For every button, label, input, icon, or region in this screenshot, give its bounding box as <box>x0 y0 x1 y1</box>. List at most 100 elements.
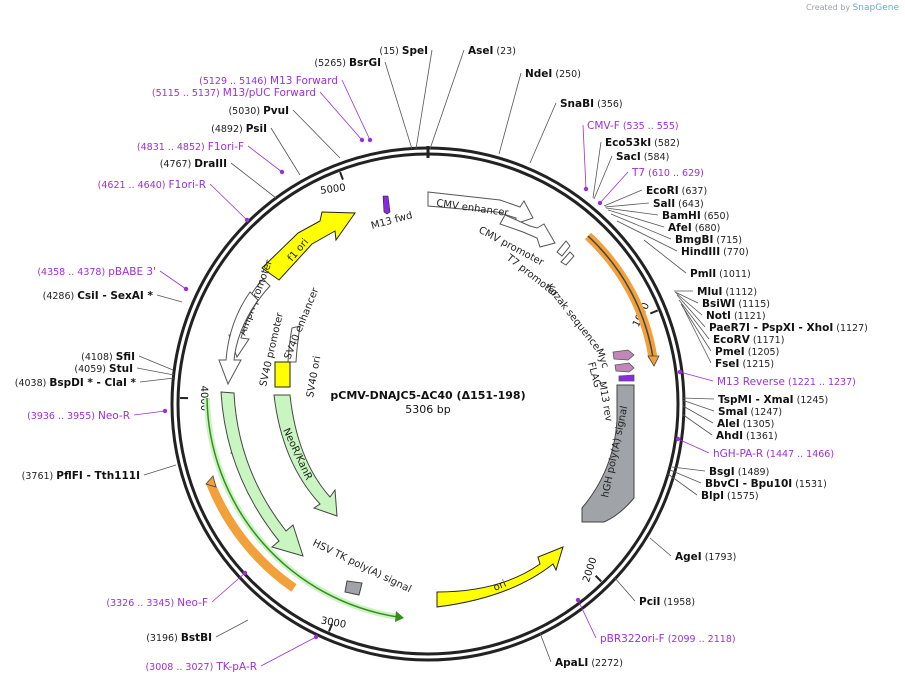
neokanr-small-arrow[interactable] <box>273 394 338 517</box>
enzyme-label[interactable]: NdeI (250) <box>525 68 581 80</box>
enzyme-label[interactable]: PmeI (1205) <box>715 346 779 358</box>
enzyme-label[interactable]: PciI (1958) <box>639 596 695 608</box>
primer-label[interactable]: (5129 .. 5146) M13 Forward <box>199 75 338 87</box>
primer-label[interactable]: M13 Reverse (1221 .. 1237) <box>717 376 856 388</box>
primer-range: (2099 .. 2118) <box>665 634 736 645</box>
primer-label[interactable]: pBR322ori-F (2099 .. 2118) <box>600 633 736 645</box>
enzyme-label[interactable]: AgeI (1793) <box>675 551 736 563</box>
primer-site-mark <box>677 369 683 375</box>
enzyme-label[interactable]: PmlI (1011) <box>690 268 751 280</box>
enzyme-label[interactable]: (5030) PvuI <box>228 105 289 117</box>
enzyme-label[interactable]: AfeI (680) <box>668 222 720 234</box>
enzyme-name: AhdI <box>716 430 743 442</box>
enzyme-label[interactable]: BbvCI - Bpu10I (1531) <box>705 478 827 490</box>
primer-label[interactable]: (5115 .. 5137) M13/pUC Forward <box>152 87 316 99</box>
cmv-promoter-arrow[interactable] <box>499 214 556 248</box>
enzyme-label[interactable]: (4038) BspDI * - ClaI * <box>15 377 137 389</box>
hgh-polya-arrow[interactable] <box>581 384 635 523</box>
enzyme-label[interactable]: TspMI - XmaI (1245) <box>718 394 828 406</box>
m13-fwd-marker <box>382 195 391 215</box>
enzyme-label[interactable]: (5265) BsrGI <box>314 57 381 69</box>
enzyme-label[interactable]: (4767) DraIII <box>160 158 227 170</box>
enzyme-name: Eco53kI <box>605 137 651 149</box>
neokanr-inner-arrow[interactable] <box>220 391 304 557</box>
f1-ori-arrow[interactable] <box>261 211 356 281</box>
primer-range: (4831 .. 4852) <box>137 142 208 153</box>
enzyme-label[interactable]: SnaBI (356) <box>560 98 623 110</box>
enzyme-label[interactable]: AseI (23) <box>468 45 516 57</box>
enzyme-label[interactable]: (4059) StuI <box>74 363 133 375</box>
enzyme-label[interactable]: EcoRI (637) <box>646 185 707 197</box>
enzyme-label[interactable]: AhdI (1361) <box>716 430 778 442</box>
enzyme-label[interactable]: (4108) SfiI <box>81 351 135 363</box>
primer-range: (4621 .. 4640) <box>98 180 169 191</box>
enzyme-leader-line <box>498 72 522 155</box>
primer-name: CMV-F <box>587 120 620 132</box>
primer-label[interactable]: hGH-PA-R (1447 .. 1466) <box>713 448 834 460</box>
primer-leader-line <box>341 79 371 141</box>
primer-label[interactable]: CMV-F (535 .. 555) <box>587 120 679 132</box>
enzyme-leader-line <box>669 469 702 484</box>
enzyme-label[interactable]: SmaI (1247) <box>718 406 782 418</box>
bp-tick-mark <box>594 575 602 583</box>
primer-range: (4358 .. 4378) <box>37 267 108 278</box>
cmv-enhancer-arrow[interactable] <box>427 191 534 225</box>
primer-label[interactable]: T7 (610 .. 629) <box>631 167 704 179</box>
enzyme-leader-line <box>539 632 552 663</box>
enzyme-label[interactable]: BlpI (1575) <box>701 490 759 502</box>
enzyme-name: BsrGI <box>349 57 381 69</box>
enzyme-label[interactable]: HindIII (770) <box>681 246 749 258</box>
enzyme-label[interactable]: (3761) PflFI - Tth111I <box>22 470 140 482</box>
enzyme-position: (4038) <box>15 378 50 389</box>
enzyme-label[interactable]: BsgI (1489) <box>709 466 769 478</box>
enzyme-name: PmlI <box>690 268 716 280</box>
primer-site-mark <box>675 436 681 442</box>
enzyme-label[interactable]: (4286) CsiI - SexAI * <box>43 290 154 302</box>
enzyme-label[interactable]: BsiWI (1115) <box>702 298 770 310</box>
sv40-promoter-arrow[interactable] <box>218 291 259 386</box>
primer-leader-line <box>582 124 587 190</box>
enzyme-label[interactable]: Eco53kI (582) <box>605 137 680 149</box>
enzyme-label[interactable]: NotI (1121) <box>706 310 766 322</box>
primer-site-mark <box>162 408 168 414</box>
enzyme-position: (3761) <box>22 471 57 482</box>
m13-rev-marker <box>618 374 635 382</box>
enzyme-position: (1127) <box>833 323 868 334</box>
site-labels: (15) SpeI AseI (23) (5265) BsrGI NdeI (250)… <box>15 45 868 673</box>
enzyme-leader-line <box>603 189 643 207</box>
primer-range: (3326 .. 3345) <box>106 598 177 609</box>
enzyme-label[interactable]: ApaLI (2272) <box>555 657 623 669</box>
primer-label[interactable]: (4621 .. 4640) F1ori-R <box>98 179 206 191</box>
bp-tick-label: 4000 <box>198 385 209 411</box>
enzyme-name: EcoRV <box>713 334 751 346</box>
enzyme-label[interactable]: SalI (643) <box>653 198 704 210</box>
primer-label[interactable]: (3936 .. 3955) Neo-R <box>27 410 130 422</box>
plasmid-size: 5306 bp <box>405 403 450 416</box>
enzyme-label[interactable]: (3196) BstBI <box>146 632 212 644</box>
enzyme-label[interactable]: (4892) PsiI <box>211 123 267 135</box>
primer-leader-line <box>209 183 248 221</box>
enzyme-label[interactable]: SacI (584) <box>616 151 669 163</box>
enzyme-position: (637) <box>679 186 708 197</box>
primer-label[interactable]: (4358 .. 4378) pBABE 3' <box>37 266 156 278</box>
enzyme-label[interactable]: MluI (1112) <box>697 286 757 298</box>
primer-label[interactable]: (3008 .. 3027) TK-pA-R <box>145 661 257 673</box>
primer-leader-line <box>319 91 363 141</box>
enzyme-label[interactable]: FseI (1215) <box>715 358 774 370</box>
enzyme-label[interactable]: (15) SpeI <box>379 45 428 57</box>
enzyme-label[interactable]: AleI (1305) <box>717 418 774 430</box>
primer-label[interactable]: (4831 .. 4852) F1ori-F <box>137 141 244 153</box>
enzyme-label[interactable]: BamHI (650) <box>662 210 729 222</box>
enzyme-label[interactable]: PaeR7I - PspXI - XhoI (1127) <box>709 322 868 334</box>
ori-arrow[interactable] <box>436 546 564 608</box>
enzyme-name: PvuI <box>263 105 289 117</box>
primer-leader-line <box>211 572 246 603</box>
enzyme-label[interactable]: BmgBI (715) <box>675 234 742 246</box>
enzyme-position: (1958) <box>660 597 695 608</box>
enzyme-name: SpeI <box>402 45 428 57</box>
primer-leader-line <box>159 270 187 290</box>
enzyme-position: (1011) <box>716 269 751 280</box>
enzyme-label[interactable]: EcoRV (1171) <box>713 334 784 346</box>
enzyme-name: BbvCI - Bpu10I <box>705 478 792 490</box>
primer-label[interactable]: (3326 .. 3345) Neo-F <box>106 597 208 609</box>
